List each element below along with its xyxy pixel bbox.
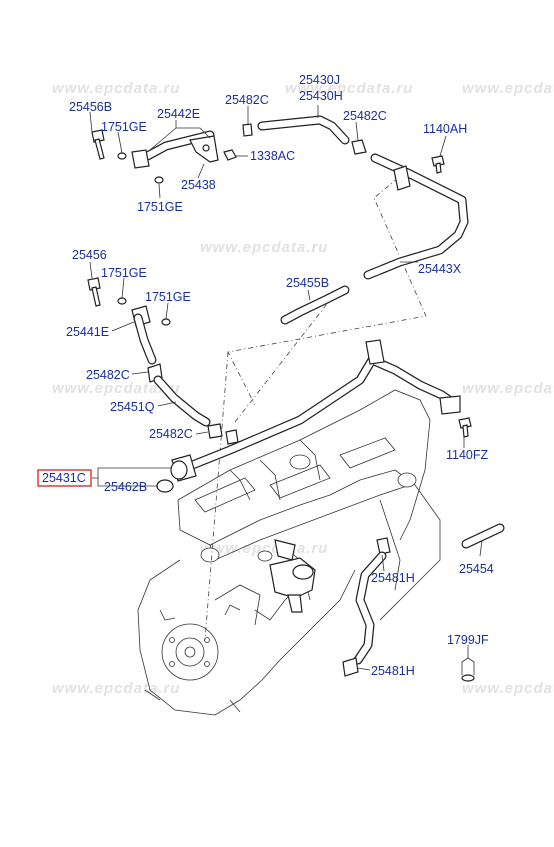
callout-25481H[interactable]: 25481H <box>371 664 415 678</box>
callout-25456[interactable]: 25456 <box>72 248 107 262</box>
watermarks: www.epcdata.ru www.epcdata.ru www.epcdat… <box>52 80 554 697</box>
hose-25455B <box>280 285 350 325</box>
upper-pipe-assembly <box>257 115 469 280</box>
callout-1338AC[interactable]: 1338AC <box>250 149 295 163</box>
callout-25430H[interactable]: 25430H <box>299 89 343 103</box>
watermark-text: www.epcdata.ru <box>462 680 554 697</box>
callout-25462B[interactable]: 25462B <box>104 480 147 494</box>
watermark-text: www.epcdata.ru <box>52 80 180 97</box>
callout-25430J[interactable]: 25430J <box>299 73 340 87</box>
left-side-parts <box>87 277 239 445</box>
callout-25456B[interactable]: 25456B <box>69 100 112 114</box>
callout-25442E[interactable]: 25442E <box>157 107 200 121</box>
callout-1751GE[interactable]: 1751GE <box>145 290 191 304</box>
watermark-text: www.epcdata.ru <box>52 680 180 697</box>
callout-25451Q[interactable]: 25451Q <box>110 400 155 414</box>
callout-25482C[interactable]: 25482C <box>225 93 269 107</box>
watermark-text: www.epcdata.ru <box>462 380 554 397</box>
thermostat-housing <box>269 539 316 613</box>
callout-25482C[interactable]: 25482C <box>86 368 130 382</box>
callout-1799JF[interactable]: 1799JF <box>447 633 489 647</box>
reference-lines <box>204 177 427 641</box>
callout-1751GE[interactable]: 1751GE <box>101 266 147 280</box>
callout-25482C[interactable]: 25482C <box>149 427 193 441</box>
watermark-text: www.epcdata.ru <box>200 239 328 256</box>
watermark-text: www.epcdata.ru <box>462 80 554 97</box>
callout-1140AH[interactable]: 1140AH <box>423 122 467 136</box>
leader-lines <box>89 105 483 671</box>
callout-labels: 25456B 1751GE 25442E 25482C 25430J 25430… <box>42 73 494 678</box>
watermark-text: www.epcdata.ru <box>52 380 180 397</box>
callout-25455B[interactable]: 25455B <box>286 276 329 290</box>
callout-25454[interactable]: 25454 <box>459 562 494 576</box>
callout-25481H[interactable]: 25481H <box>371 571 415 585</box>
engine-block-drawing <box>137 389 441 716</box>
callout-25443X[interactable]: 25443X <box>418 262 462 276</box>
lower-right-hoses <box>342 523 505 682</box>
highlight-frame-25431C <box>37 469 92 487</box>
callout-25441E[interactable]: 25441E <box>66 325 109 339</box>
callout-25431C[interactable]: 25431C <box>42 471 86 485</box>
water-pump-pulley <box>161 623 219 681</box>
callout-25482C[interactable]: 25482C <box>343 109 387 123</box>
callout-1140FZ[interactable]: 1140FZ <box>446 448 489 462</box>
lower-pipe-assembly <box>156 339 472 493</box>
watermark-text: www.epcdata.ru <box>285 80 413 97</box>
callout-25438[interactable]: 25438 <box>181 178 216 192</box>
upper-left-parts <box>91 123 253 184</box>
callout-1751GE[interactable]: 1751GE <box>101 120 147 134</box>
callout-1751GE[interactable]: 1751GE <box>137 200 183 214</box>
